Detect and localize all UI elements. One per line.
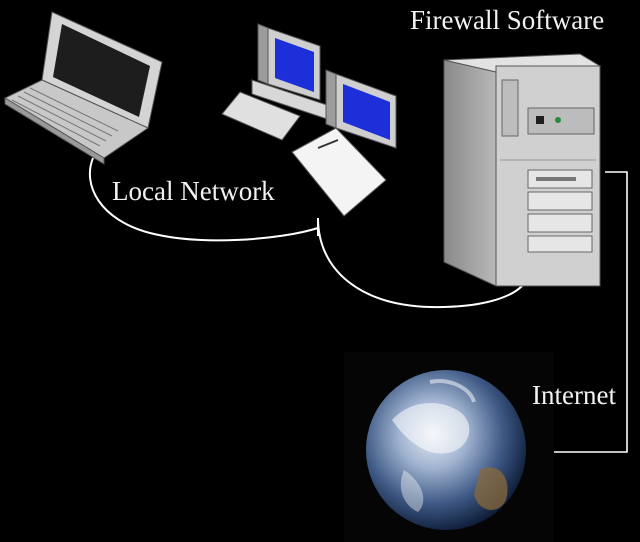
firewall-software-label: Firewall Software (410, 5, 605, 35)
desktop-computers-icon (221, 23, 397, 217)
internet-cable (552, 171, 628, 453)
internet-label: Internet (532, 380, 616, 410)
laptop-icon (3, 11, 163, 165)
earth-globe-icon (344, 352, 554, 542)
server-tower-icon (443, 53, 602, 287)
local-network-label: Local Network (112, 176, 275, 206)
local-network-cable (88, 157, 523, 309)
